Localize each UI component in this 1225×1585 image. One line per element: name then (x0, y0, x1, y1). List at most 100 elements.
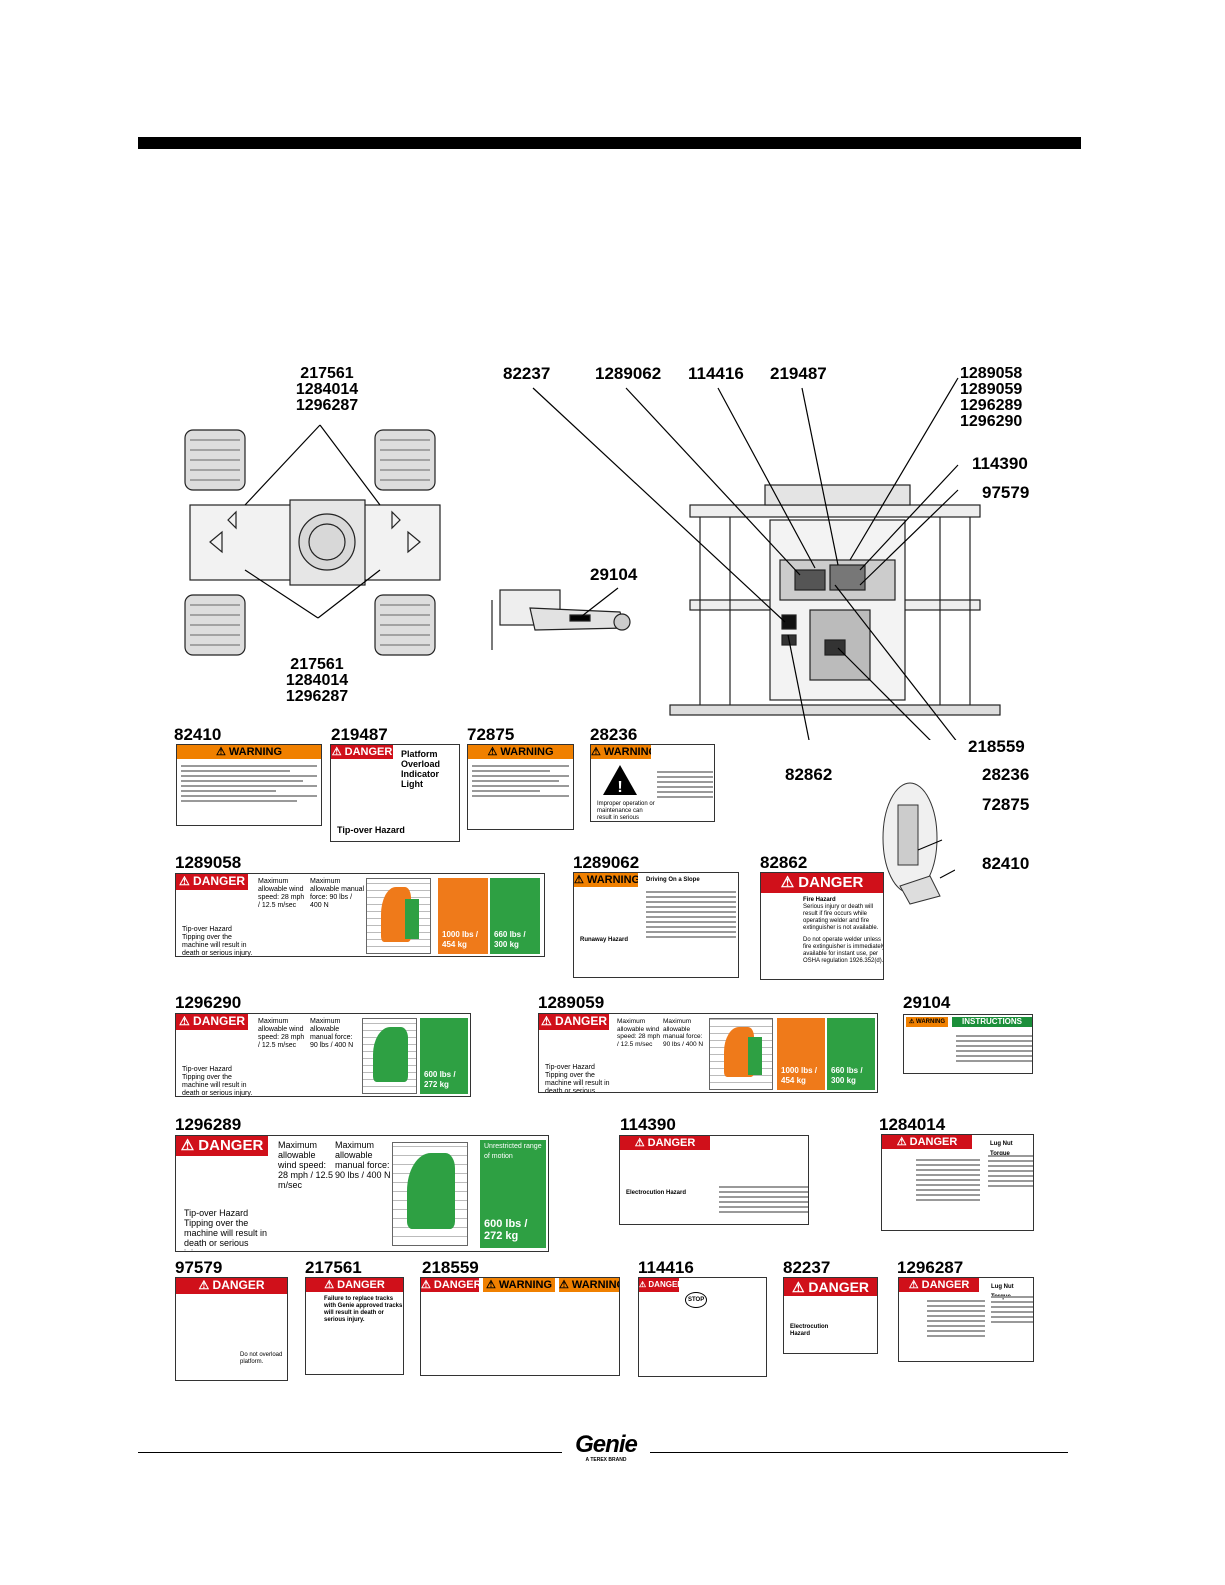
decal-caption: Failure to replace tracks with Genie app… (324, 1296, 403, 1323)
decal-part-number: 97579 (175, 1258, 223, 1277)
range-of-motion-chart (709, 1018, 773, 1090)
decal-part-number: 218559 (422, 1258, 479, 1277)
decal-wind: Maximum allowable wind speed: 28 mph / 1… (617, 1018, 661, 1048)
decal-wind: Maximum allowable wind speed: 28 mph / 1… (258, 878, 305, 909)
boom-detail (491, 587, 631, 650)
callout-28236: 28236 (982, 765, 1030, 784)
header-bar (138, 137, 1081, 149)
decal-wind: Maximum allowable wind speed: 28 mph / 1… (258, 1018, 305, 1049)
callout-218559: 218559 (968, 737, 1025, 756)
chassis-top-view (184, 424, 441, 656)
decal-part-number: 1289058 (175, 853, 242, 872)
danger-header: ⚠ DANGER (539, 1014, 609, 1030)
callout-82410: 82410 (982, 854, 1030, 873)
unrestricted-load-panel: 600 lbs / 272 kg (420, 1018, 468, 1094)
decal-part-number: 1289062 (573, 853, 640, 872)
warning-header: ⚠ WARNING (483, 1278, 555, 1292)
warning-header-2: ⚠ WARNING (559, 1278, 620, 1292)
decal-part-number: 217561 (305, 1258, 362, 1277)
range-of-motion-chart (362, 1018, 417, 1094)
decal-side-title: Lug Nut Torque (990, 1141, 1013, 1157)
decal-caption: Improper operation or maintenance can re… (597, 801, 655, 821)
decal-part-number: 29104 (903, 993, 951, 1012)
inset-details (882, 782, 943, 894)
decal-218559: ⚠ DANGER ⚠ WARNING ⚠ WARNING (420, 1277, 620, 1376)
decal-side-title: Platform Overload Indicator Light (401, 749, 441, 789)
decal-1289059: ⚠ DANGER Tip-over Hazard Tipping over th… (538, 1013, 878, 1093)
danger-header: ⚠ DANGER (421, 1278, 479, 1292)
restricted-load-panel: 1000 lbs / 454 kg (777, 1018, 825, 1090)
warning-header: ⚠ WARNING (591, 745, 651, 759)
callout-114390: 114390 (972, 454, 1028, 473)
danger-header: ⚠ DANGER (176, 1014, 248, 1030)
decal-1284014: ⚠ DANGER Lug Nut Torque (881, 1134, 1034, 1231)
callout-29104: 29104 (590, 565, 638, 584)
decal-1296287: ⚠ DANGER Lug Nut Torque (898, 1277, 1034, 1362)
footer-rule-right (650, 1452, 1068, 1453)
callout-219487: 219487 (770, 364, 827, 383)
callout-top-left-upper: 217561 1284014 1296287 (295, 365, 359, 414)
instructions-header: INSTRUCTIONS (952, 1017, 1032, 1027)
decal-219487: ⚠ DANGER Platform Overload Indicator Lig… (330, 744, 460, 842)
danger-header: ⚠ DANGER (899, 1278, 979, 1292)
decal-force: Maximum allowable manual force: 90 lbs /… (335, 1140, 391, 1180)
decal-caption: Tip-over Hazard Tipping over the machine… (184, 1208, 268, 1251)
danger-header: ⚠ DANGER (176, 1136, 268, 1156)
callout-1289062: 1289062 (595, 364, 662, 383)
range-of-motion-chart (366, 878, 431, 954)
danger-header: ⚠ DANGER (620, 1136, 710, 1150)
genie-logo: Genie A TEREX BRAND (575, 1431, 638, 1464)
decal-caption: Electrocution Hazard (626, 1190, 687, 1196)
decal-location-diagram (184, 377, 1001, 740)
decal-part-number: 28236 (590, 725, 638, 744)
stop-icon: STOP (685, 1292, 708, 1308)
danger-header: ⚠ DANGER (176, 1278, 287, 1294)
decal-part-number: 82237 (783, 1258, 831, 1277)
decal-82237: ⚠ DANGER Electrocution Hazard (783, 1277, 878, 1354)
decal-force: Maximum allowable manual force: 90 lbs /… (310, 878, 365, 909)
decal-114416: ⚠ DANGER STOP (638, 1277, 767, 1377)
decal-force: Maximum allowable manual force: 90 lbs /… (663, 1018, 704, 1048)
danger-header: ⚠ DANGER (331, 745, 393, 759)
decal-97579: ⚠ DANGER Do not overload platform. (175, 1277, 288, 1381)
warning-header: ⚠ WARNING (574, 873, 638, 887)
platform-front-view (532, 377, 1001, 740)
danger-header: ⚠ DANGER (882, 1135, 972, 1149)
decal-caption: Runaway Hazard (580, 937, 629, 943)
decal-caption: Tip-over Hazard (337, 825, 405, 835)
callout-72875: 72875 (982, 795, 1030, 814)
danger-header: ⚠ DANGER (784, 1278, 877, 1296)
decal-caption: Tip-over Hazard Tipping over the machine… (182, 1066, 253, 1097)
warning-triangle-icon: ! (603, 765, 637, 796)
svg-text:!: ! (617, 779, 622, 796)
decal-part-number: 114416 (638, 1258, 694, 1277)
warning-header: ⚠ WARNING (468, 745, 573, 759)
decal-caption: Tip-over Hazard Tipping over the machine… (182, 926, 253, 957)
warning-header: ⚠ WARNING (177, 745, 321, 759)
decal-1296289: ⚠ DANGER Tip-over Hazard Tipping over th… (175, 1135, 549, 1252)
decal-part-number: 114390 (620, 1115, 676, 1134)
decal-part-number: 1296290 (175, 993, 242, 1012)
decal-82410: ⚠ WARNING (176, 744, 322, 826)
decal-text-2: Do not operate welder unless fire exting… (803, 937, 884, 964)
decal-part-number: 82410 (174, 725, 222, 744)
decal-114390: ⚠ DANGER Electrocution Hazard (619, 1135, 809, 1225)
danger-header: ⚠ DANGER (306, 1278, 403, 1292)
callout-82862: 82862 (785, 765, 833, 784)
decal-force: Maximum allowable manual force: 90 lbs /… (310, 1018, 354, 1049)
decal-part-number: 1284014 (879, 1115, 946, 1134)
inset-extinguisher-mount (899, 869, 955, 905)
callout-114416: 114416 (688, 364, 744, 383)
decal-caption: Tip-over Hazard Tipping over the machine… (545, 1064, 610, 1093)
callout-82237: 82237 (503, 364, 551, 383)
footer-rule-left (138, 1452, 562, 1453)
decal-part-number: 1296289 (175, 1115, 242, 1134)
decal-caption: Do not overload platform. (240, 1352, 283, 1365)
danger-header: ⚠ DANGER (176, 874, 248, 890)
decal-part-number: 72875 (467, 725, 515, 744)
callout-platform-right-group: 1289058 1289059 1296289 1296290 (960, 365, 1023, 430)
decal-caption: Electrocution Hazard (790, 1324, 829, 1337)
unrestricted-load-panel: 660 lbs / 300 kg (827, 1018, 875, 1090)
decal-wind: Maximum allowable wind speed: 28 mph / 1… (278, 1140, 334, 1190)
